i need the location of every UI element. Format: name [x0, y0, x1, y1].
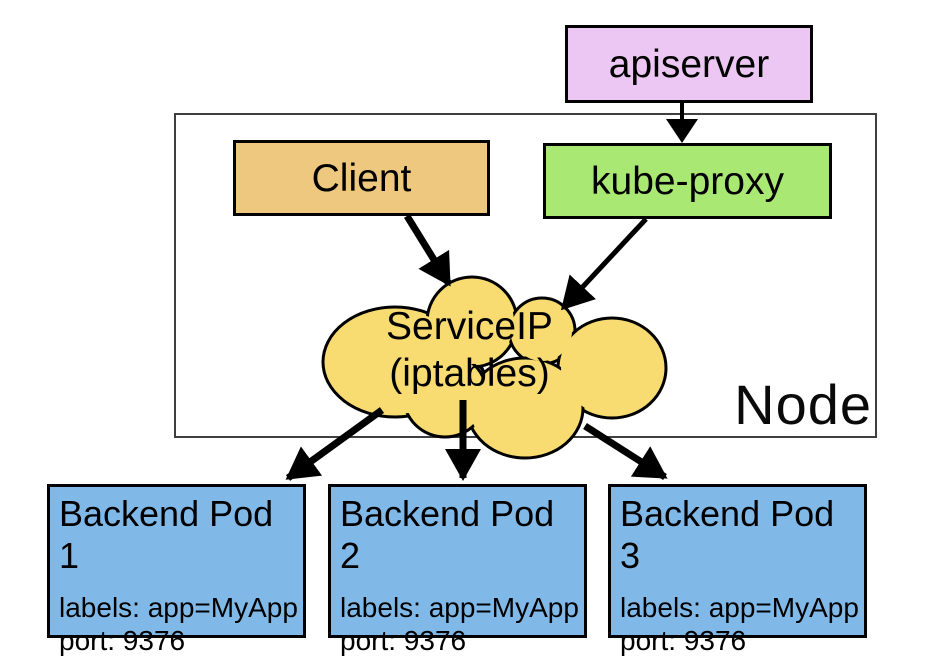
pod-title: Backend Pod 2 [340, 493, 555, 576]
backend-pod-2-box: Backend Pod 2 labels: app=MyApp port: 93… [328, 484, 587, 656]
serviceip-line: ServiceIP [386, 305, 553, 348]
apiserver-label: apiserver [608, 42, 770, 86]
client-box: Client [233, 140, 490, 216]
node-container-label: Node [734, 373, 872, 436]
pod-labels: labels: app=MyApp [59, 592, 298, 623]
kube-proxy-label: kube-proxy [591, 159, 784, 203]
apiserver-box: apiserver [565, 25, 813, 103]
backend-pod-3-box: Backend Pod 3 labels: app=MyApp port: 93… [608, 484, 867, 656]
iptables-line: (iptables) [389, 352, 550, 395]
pod-title: Backend Pod 3 [620, 493, 835, 576]
pod-title: Backend Pod 1 [59, 493, 274, 576]
pod-labels: labels: app=MyApp [340, 592, 579, 623]
kube-proxy-box: kube-proxy [543, 143, 832, 219]
pod-port: port: 9376 [340, 625, 467, 656]
serviceip-cloud-label: ServiceIP (iptables) [352, 303, 587, 413]
backend-pod-1-box: Backend Pod 1 labels: app=MyApp port: 93… [47, 484, 306, 656]
pod-port: port: 9376 [59, 625, 186, 656]
pod-port: port: 9376 [620, 625, 747, 656]
client-label: Client [311, 156, 412, 200]
pod-labels: labels: app=MyApp [620, 592, 859, 623]
